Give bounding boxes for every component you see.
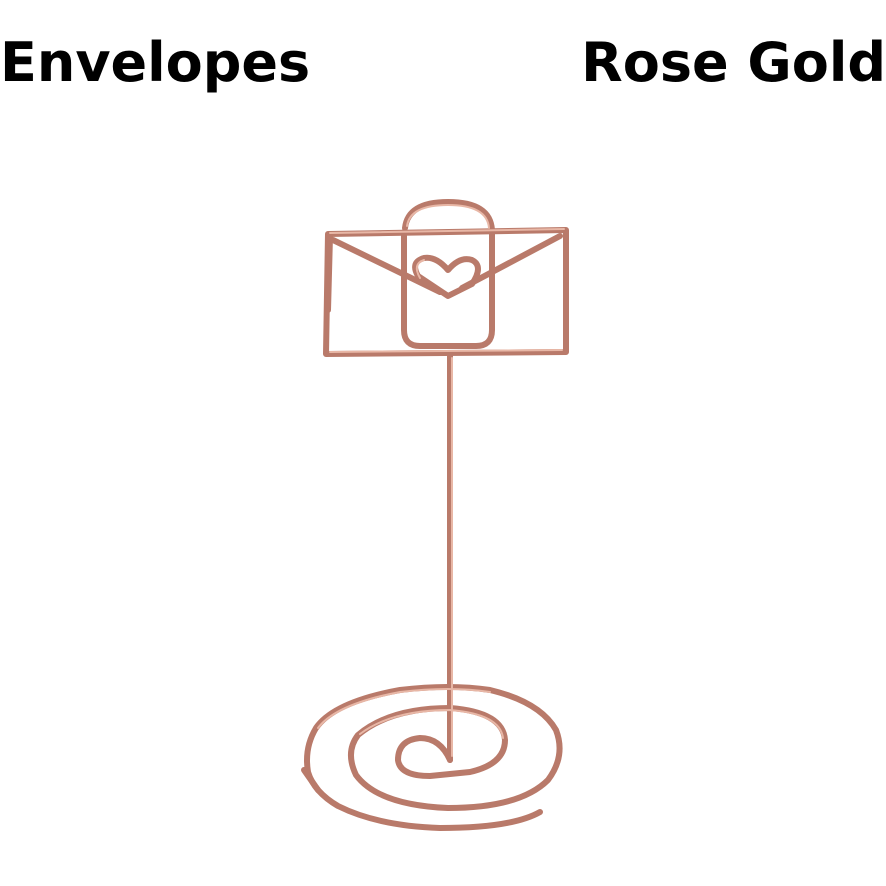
wire-highlight-layer [317, 204, 565, 757]
style-label: Envelopes [0, 31, 311, 94]
color-label: Rose Gold [581, 31, 886, 94]
wire-dark-layer [301, 199, 569, 831]
